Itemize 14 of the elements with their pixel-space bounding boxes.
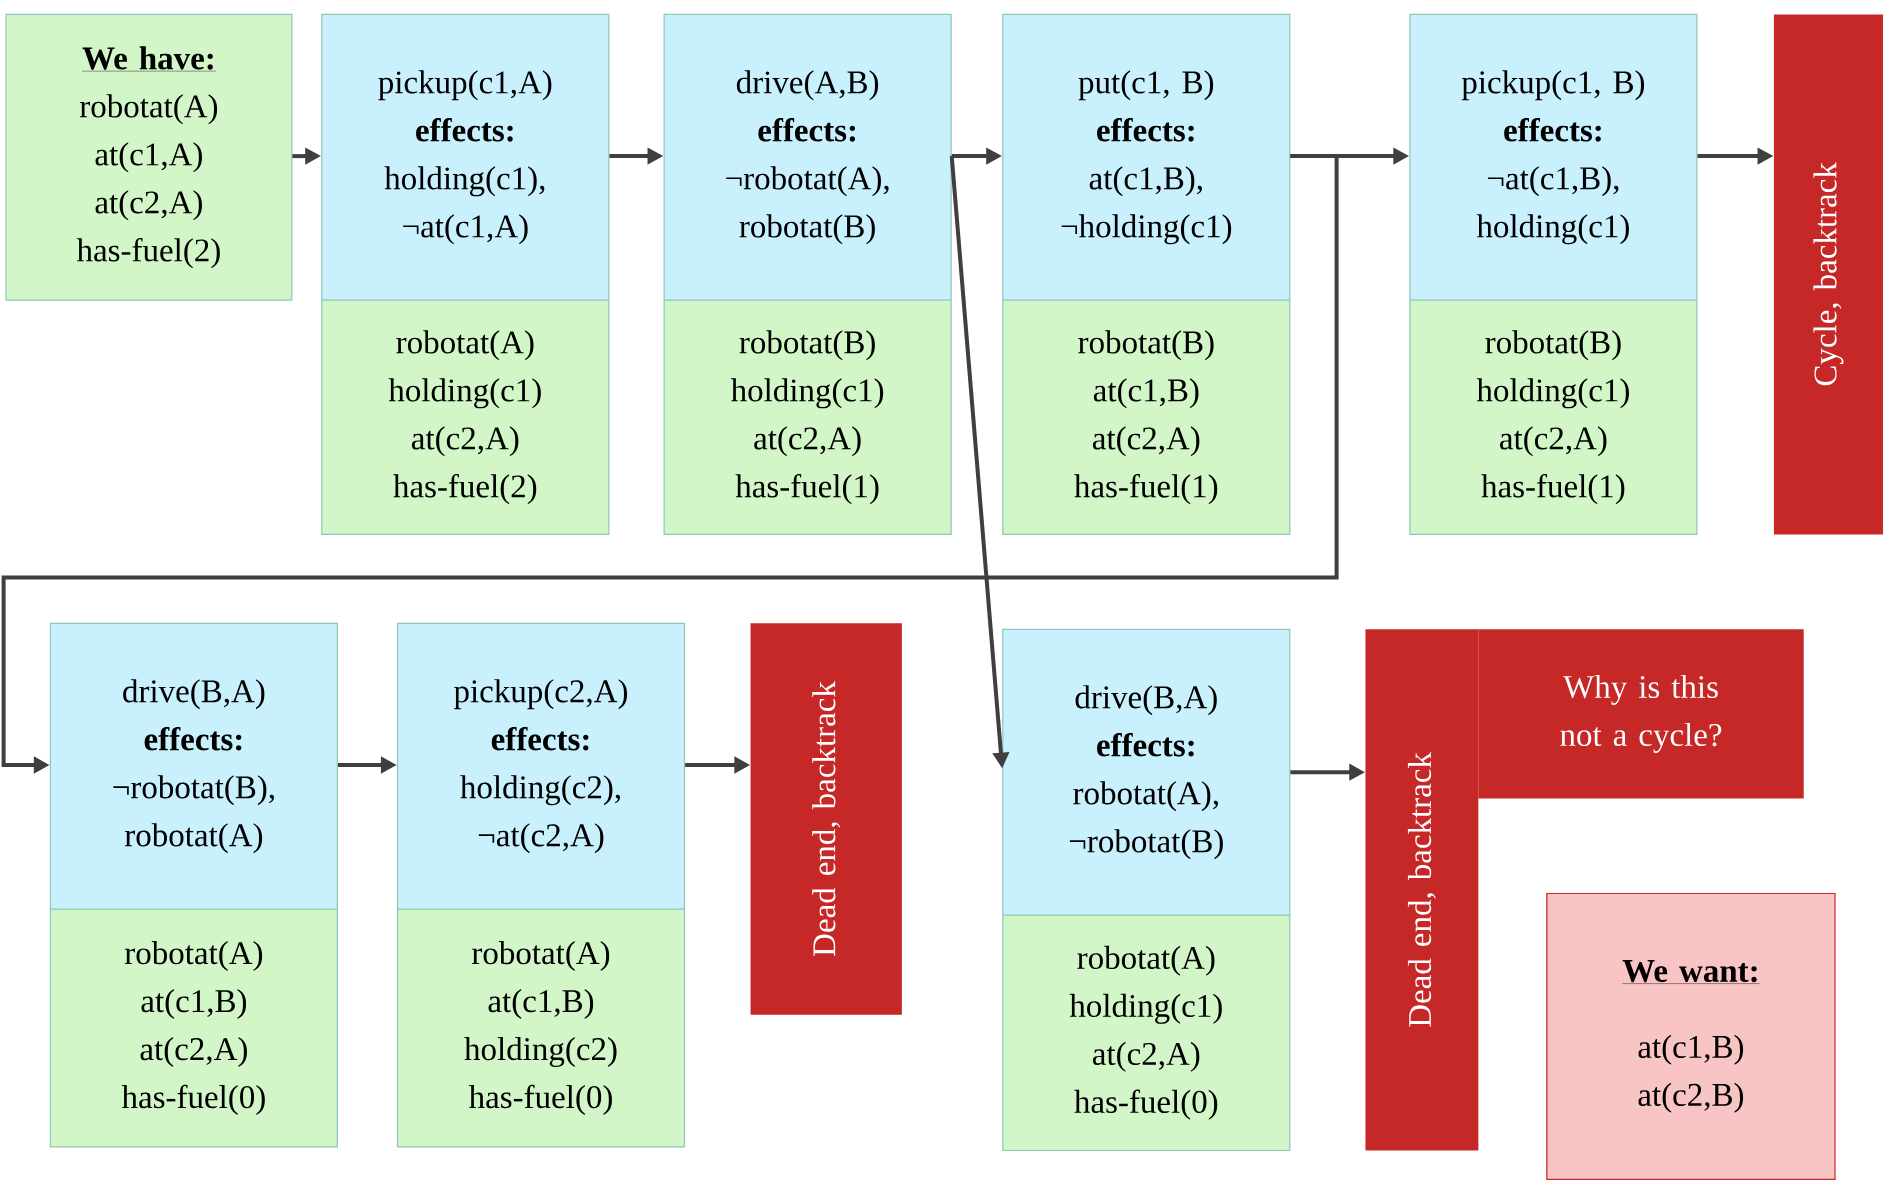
- goal-box: We want: at(c1,B) at(c2,B): [1546, 892, 1836, 1180]
- node-label: Why is this not a cycle?: [1560, 674, 1722, 753]
- note-box: Dead end, backtrack: [1365, 629, 1479, 1151]
- state-column: put(c1, B) effects: at(c1,B), ¬holding(c1) robotat(B) at(c1,B) at(c2,A) has-fuel(1): [1002, 13, 1291, 535]
- note-box: Why is this not a cycle?: [1478, 629, 1804, 799]
- state-column: drive(B,A) effects: ¬robotat(B), robotat(A) robotat(A) at(c1,B) at(c2,A) has-fuel(0): [49, 622, 339, 1148]
- state-column: pickup(c1, B) effects: ¬at(c1,B), holding(c1) robotat(B) holding(c1) at(c2,A) has-fuel(1): [1409, 13, 1698, 535]
- state-box: We have: robotat(A) at(c1,A) at(c2,A) has-fuel(2): [5, 13, 293, 301]
- state-column: pickup(c2,A) effects: holding(c2), ¬at(c2,A) robotat(A) at(c1,B) holding(c2) has-fuel(0): [396, 622, 686, 1148]
- note-box: Dead end, backtrack: [750, 623, 902, 1015]
- state-column: drive(A,B) effects: ¬robotat(A), robotat(B) robotat(B) holding(c1) at(c2,A) has-fuel(1): [663, 13, 952, 535]
- state-column: pickup(c1,A) effects: holding(c1), ¬at(c1,A) robotat(A) holding(c1) at(c2,A) has-fuel(2): [321, 13, 610, 535]
- note-box: Cycle, backtrack: [1773, 14, 1883, 535]
- state-column: drive(B,A) effects: robotat(A), ¬robotat(B) robotat(A) holding(c1) at(c2,A) has-fuel(0): [1002, 628, 1291, 1152]
